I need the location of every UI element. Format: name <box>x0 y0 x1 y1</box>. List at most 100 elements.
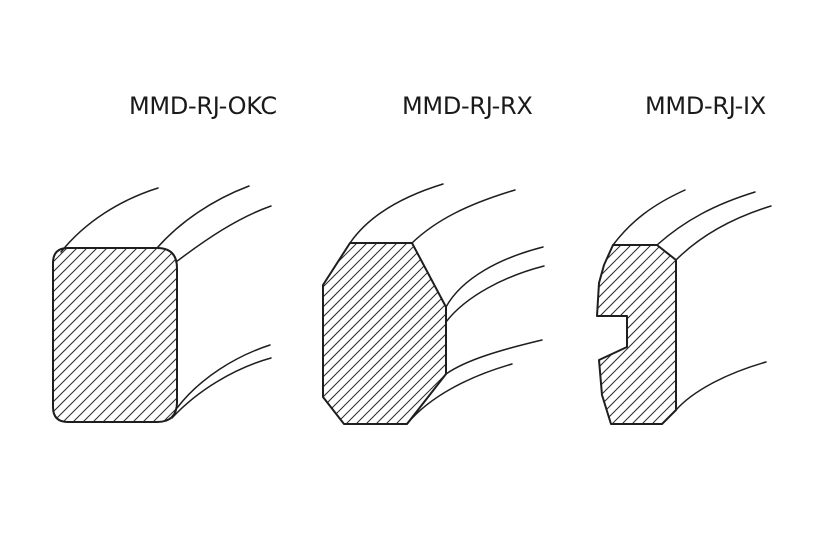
okc-cross-section <box>52 247 178 423</box>
okc-top-outer-curve <box>156 185 250 249</box>
ix-upper-right-curve <box>675 205 772 261</box>
hatch-line <box>139 248 177 422</box>
hatch-line <box>323 243 421 424</box>
hatch-line <box>323 243 391 424</box>
hatch-line <box>597 245 676 424</box>
hatch-line <box>597 245 676 424</box>
hatch-line <box>280 245 460 425</box>
hatch-line <box>260 245 440 425</box>
okc-lower-right-curve-a <box>176 344 271 409</box>
hatch-line <box>392 243 446 424</box>
hatch-line <box>53 248 101 422</box>
hatch-line <box>340 245 520 425</box>
hatch-line <box>409 242 594 427</box>
label-mmd-rj-okc: MMD-RJ-OKC <box>129 92 277 120</box>
hatch-line <box>679 242 819 427</box>
hatch-line <box>109 248 177 422</box>
hatch-line <box>323 243 401 424</box>
hatch-line <box>310 245 490 425</box>
hatch-line <box>597 245 676 424</box>
hatch-line <box>352 243 446 424</box>
hatch-line <box>53 248 177 422</box>
hatch-line <box>323 243 446 424</box>
hatch-line <box>323 243 381 424</box>
hatch-line <box>613 240 800 427</box>
okc-lower-right-curve-b <box>171 357 272 419</box>
hatch-line <box>779 242 819 427</box>
hatch-line <box>53 248 121 422</box>
label-mmd-rj-rx: MMD-RJ-RX <box>402 92 533 120</box>
hatch-line <box>69 248 177 422</box>
hatch-line <box>99 248 177 422</box>
hatch-line <box>648 245 676 424</box>
rx-hatching <box>323 240 819 427</box>
hatch-line <box>402 243 446 424</box>
hatch-line <box>129 248 177 422</box>
hatch-line <box>689 242 819 427</box>
hatch-line <box>332 243 446 424</box>
hatch-line <box>628 245 676 424</box>
hatch-line <box>323 243 446 424</box>
hatch-line <box>323 243 446 424</box>
gasket-okc <box>52 185 520 425</box>
ix-top-outer-curve <box>656 191 756 246</box>
rx-top-inner-curve <box>349 183 444 244</box>
hatch-line <box>230 245 410 425</box>
hatch-line <box>323 243 411 424</box>
okc-top-inner-curve <box>60 187 159 253</box>
hatch-line <box>633 240 819 427</box>
rx-lower-right-curve-b <box>406 363 513 425</box>
hatch-line <box>53 248 151 422</box>
hatch-line <box>598 245 676 424</box>
hatch-line <box>719 242 819 427</box>
hatch-line <box>668 245 676 424</box>
hatch-line <box>200 245 380 425</box>
hatch-line <box>53 248 131 422</box>
hatch-line <box>79 248 177 422</box>
hatch-line <box>53 248 171 422</box>
hatch-line <box>362 243 446 424</box>
hatch-line <box>638 245 676 424</box>
rx-upper-right-curve-b <box>445 265 545 323</box>
hatch-line <box>769 242 819 427</box>
hatch-line <box>799 242 819 427</box>
hatch-line <box>53 248 111 422</box>
hatch-line <box>323 243 446 424</box>
label-mmd-rj-ix: MMD-RJ-IX <box>645 92 766 120</box>
okc-hatching <box>53 245 520 425</box>
hatch-line <box>210 245 390 425</box>
hatch-line <box>597 245 675 424</box>
rx-lower-right-curve-a <box>445 339 543 375</box>
hatch-line <box>119 248 177 422</box>
hatch-line <box>453 240 640 427</box>
hatch-line <box>597 245 676 424</box>
hatch-line <box>323 243 446 424</box>
hatch-line <box>603 240 790 427</box>
hatch-line <box>323 243 431 424</box>
hatch-line <box>323 243 446 424</box>
hatch-line <box>608 245 676 424</box>
ix-lower-right-curve <box>675 361 767 411</box>
hatch-line <box>89 248 177 422</box>
hatch-line <box>759 242 819 427</box>
hatch-line <box>190 245 370 425</box>
hatch-line <box>597 245 645 424</box>
hatch-line <box>623 240 810 427</box>
hatch-line <box>618 245 676 424</box>
hatch-line <box>53 248 177 422</box>
hatch-line <box>809 242 819 427</box>
hatch-line <box>597 245 665 424</box>
gasket-ix <box>409 189 819 427</box>
hatch-line <box>597 245 635 424</box>
hatch-line <box>789 242 819 427</box>
hatch-line <box>180 245 360 425</box>
gasket-rx <box>322 183 819 427</box>
hatch-line <box>290 245 470 425</box>
hatch-line <box>323 243 371 424</box>
hatch-line <box>699 242 819 427</box>
hatch-line <box>597 245 655 424</box>
hatch-line <box>159 248 177 422</box>
hatch-line <box>53 248 91 422</box>
hatch-line <box>220 245 400 425</box>
